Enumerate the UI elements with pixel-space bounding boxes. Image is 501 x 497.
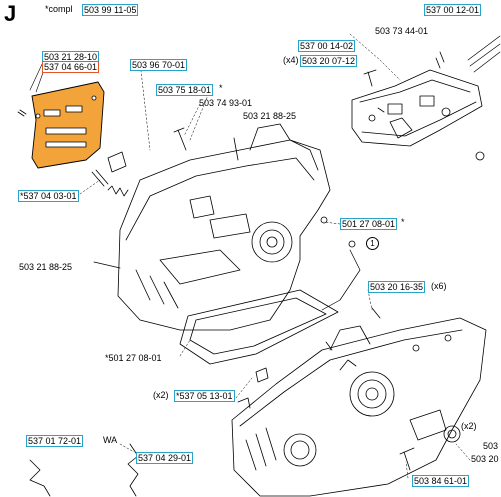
part-number-503749301: 503 74 93-01: [199, 98, 253, 108]
spring: [107, 185, 129, 197]
bracket-assembly: [351, 35, 501, 161]
section-letter: J: [4, 1, 17, 26]
bottom-bracket-left: [29, 459, 51, 497]
guard-plate: [31, 81, 105, 169]
part-number-503967001[interactable]: 503 96 70-01: [130, 59, 188, 71]
part-number-503218825-lower: 503 21 88-25: [19, 262, 73, 272]
gasket: [179, 289, 339, 365]
wa-note: WA: [103, 435, 118, 445]
plate-screw: [17, 109, 27, 117]
part-number-edge-2: 503 20: [471, 454, 499, 464]
part-number-501270801-upper[interactable]: 501 27 08-01: [340, 218, 398, 230]
part-number-503201635[interactable]: 503 20 16-35: [368, 281, 426, 293]
part-number-537051301[interactable]: *537 05 13-01: [174, 390, 235, 402]
part-number-503751801[interactable]: 503 75 18-01: [156, 84, 214, 96]
seal-ring: [443, 425, 461, 443]
star-marker-1: *: [219, 83, 223, 93]
star-marker-2: *: [401, 217, 405, 227]
pin: [91, 169, 109, 187]
part-number-537001201[interactable]: 537 00 12-01: [424, 4, 482, 16]
part-number-537046601[interactable]: 537 04 66-01: [42, 61, 100, 73]
crankcase-lower: [231, 317, 487, 497]
crankcase-upper: [117, 123, 331, 331]
quantity-x2-left: (x2): [153, 390, 169, 400]
reference-circle-1: 1: [366, 237, 379, 250]
quantity-x2-right: (x2): [461, 421, 477, 431]
part-number-537001402[interactable]: 537 00 14-02: [298, 40, 356, 52]
part-number-503218825-upper: 503 21 88-25: [243, 111, 297, 121]
part-number-503991105[interactable]: 503 99 11-05: [82, 4, 139, 16]
part-number-537017201[interactable]: 537 01 72-01: [26, 435, 84, 447]
quantity-x4: (x4): [283, 55, 299, 65]
complete-note: *compl: [45, 4, 73, 14]
part-number-edge-1: 503: [483, 441, 499, 451]
part-number-537040301[interactable]: *537 04 03-01: [18, 190, 79, 202]
part-number-503200712[interactable]: 503 20 07-12: [300, 55, 358, 67]
part-number-503846101[interactable]: 503 84 61-01: [412, 475, 470, 487]
part-number-501270801-lower: *501 27 08-01: [105, 353, 162, 363]
bushing: [107, 151, 127, 173]
part-number-537042901[interactable]: 537 04 29-01: [136, 452, 194, 464]
part-number-503734401: 503 73 44-01: [375, 26, 429, 36]
quantity-x6: (x6): [431, 281, 447, 291]
